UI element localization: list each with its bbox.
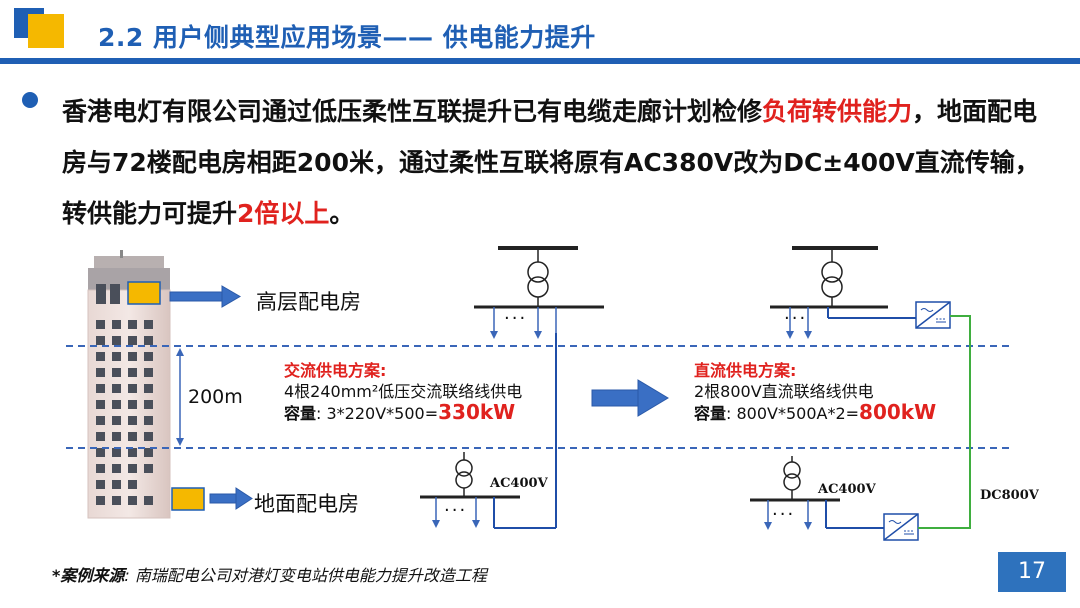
building-window — [128, 320, 137, 329]
ac-capacity-value: 330kW — [438, 400, 516, 424]
building-window — [96, 432, 105, 441]
header-divider — [0, 58, 1080, 64]
transformer-upper-left-icon — [474, 246, 604, 333]
paragraph-highlight-1: 负荷转供能力 — [762, 97, 913, 126]
building-window — [96, 336, 105, 345]
page-title: 2.2 用户侧典型应用场景—— 供电能力提升 — [98, 23, 596, 52]
dc-capacity-value: 800kW — [859, 400, 937, 424]
building-window — [144, 384, 153, 393]
building-window — [144, 416, 153, 425]
building-window — [144, 352, 153, 361]
arrow-to-ground-room-icon — [209, 487, 253, 510]
transformer-lower-left-icon — [420, 452, 556, 529]
converter-upper-icon — [915, 301, 951, 329]
building-window — [128, 480, 137, 489]
building-window — [112, 464, 121, 473]
bullet-paragraph: 香港电灯有限公司通过低压柔性互联提升已有电缆走廊计划检修负荷转供能力，地面配电房… — [62, 86, 1052, 239]
building-window — [128, 384, 137, 393]
upper-room-label: 高层配电房 — [256, 290, 361, 314]
transformer-lower-right-icon — [750, 456, 884, 529]
ac-capacity-label: 容量 — [284, 404, 317, 423]
building-windows — [96, 320, 153, 505]
bullet-dot-icon — [22, 92, 38, 108]
building-window — [144, 368, 153, 377]
page-number: 17 — [998, 552, 1066, 592]
ac400-label-left: AC400V — [490, 476, 548, 491]
ac-scheme-block: 交流供电方案: 4根240mm²低压交流联络线供电 容量: 3*220V*500… — [284, 360, 522, 424]
building-window — [144, 336, 153, 345]
ac400-label-right: AC400V — [818, 482, 876, 497]
arrow-to-upper-room-icon — [169, 285, 241, 308]
converter-lower-icon — [883, 513, 919, 541]
building-window — [144, 400, 153, 409]
building-window — [112, 416, 121, 425]
building-window — [144, 496, 153, 505]
building-window — [112, 496, 121, 505]
ac-scheme-line1: 4根240mm²低压交流联络线供电 — [284, 382, 523, 401]
building-window — [96, 368, 105, 377]
building-window — [96, 496, 105, 505]
dc-link-line — [918, 315, 971, 529]
ac-scheme-heading: 交流供电方案: — [284, 361, 387, 380]
building-window — [112, 480, 121, 489]
header-logo-square-yellow — [28, 14, 64, 48]
dc-scheme-block: 直流供电方案: 2根800V直流联络线供电 容量: 800V*500A*2=80… — [694, 360, 936, 424]
building-window — [128, 432, 137, 441]
building-window — [128, 400, 137, 409]
building-window — [112, 384, 121, 393]
distance-label: 200m — [188, 386, 243, 408]
dc800-label: DC800V — [980, 488, 1039, 503]
building-window — [96, 448, 105, 457]
building-window — [128, 496, 137, 505]
feeder-dots-upper-right: ··· — [784, 308, 808, 329]
building-window — [96, 384, 105, 393]
footer-source-label: *案例来源 — [52, 566, 125, 585]
ground-room-label: 地面配电房 — [254, 492, 359, 516]
building-window — [144, 320, 153, 329]
building-window — [128, 368, 137, 377]
building-window — [128, 352, 137, 361]
footer-source: *案例来源: 南瑞配电公司对港灯变电站供电能力提升改造工程 — [52, 562, 487, 586]
building-window — [144, 464, 153, 473]
dc-capacity-label: 容量 — [694, 404, 727, 423]
dc-capacity-expr: : 800V*500A*2= — [726, 404, 860, 423]
footer-source-text: : 南瑞配电公司对港灯变电站供电能力提升改造工程 — [124, 566, 487, 585]
building-window — [144, 448, 153, 457]
feeder-dots-upper-left: ··· — [504, 308, 528, 329]
building-window — [144, 432, 153, 441]
building-icon — [87, 250, 205, 519]
building-window — [128, 416, 137, 425]
building-window — [112, 352, 121, 361]
dc-scheme-line1: 2根800V直流联络线供电 — [694, 382, 874, 401]
building-window — [96, 320, 105, 329]
paragraph-highlight-2: 2倍以上 — [237, 199, 330, 228]
building-window — [96, 480, 105, 489]
ac-capacity-expr: : 3*220V*500= — [316, 404, 439, 423]
building-window — [112, 368, 121, 377]
paragraph-text-1: 香港电灯有限公司通过低压柔性互联提升已有电缆走廊计划检修 — [62, 97, 763, 126]
paragraph-text-2: ，地面配电房与72楼配电房相距200米，通过柔性互联将原有AC380V改为DC±… — [62, 97, 1040, 228]
building-window — [128, 464, 137, 473]
building-window — [112, 320, 121, 329]
scheme-transition-arrow-icon — [591, 379, 669, 417]
transformer-upper-right-icon — [770, 246, 916, 333]
building-window — [112, 448, 121, 457]
paragraph-text-3: 。 — [329, 199, 355, 228]
dc-scheme-heading: 直流供电方案: — [694, 361, 797, 380]
building-window — [96, 352, 105, 361]
feeder-dots-lower-left: ··· — [444, 500, 468, 521]
building-window — [112, 400, 121, 409]
building-window — [112, 432, 121, 441]
building-window — [128, 448, 137, 457]
building-window — [128, 336, 137, 345]
building-window — [112, 336, 121, 345]
feeder-dots-lower-right: ··· — [772, 504, 796, 525]
building-window — [96, 464, 105, 473]
building-window — [96, 400, 105, 409]
building-window — [96, 416, 105, 425]
